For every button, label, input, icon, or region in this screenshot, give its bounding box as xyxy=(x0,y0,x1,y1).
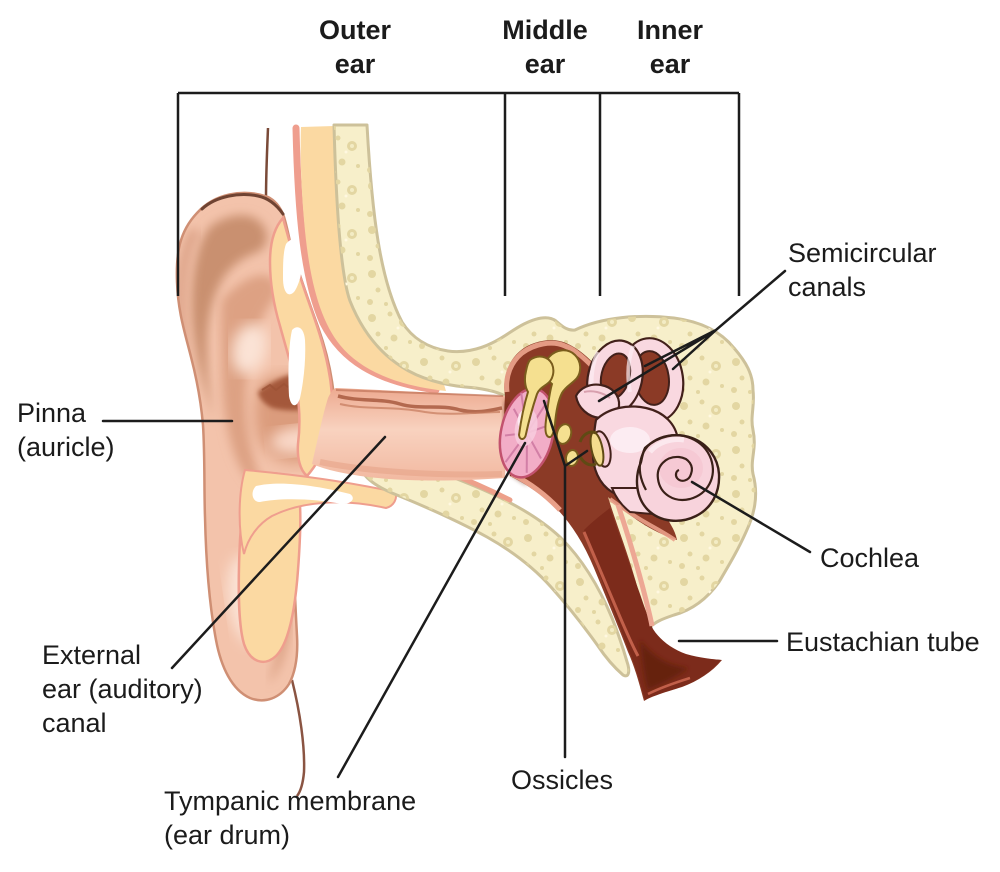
region-label-outer-ear: Outer ear xyxy=(318,15,391,80)
region-label-inner-ear: Inner ear xyxy=(636,15,703,80)
stapes-oval-window xyxy=(578,430,612,468)
region-bracket xyxy=(176,91,741,296)
label-semicircular-canals: Semicircular canals xyxy=(788,238,937,303)
cochlea-shape xyxy=(635,434,721,522)
semicircular-leader xyxy=(597,269,787,403)
label-tympanic-membrane: Tympanic membrane (ear drum) xyxy=(164,786,417,851)
external-canal-leader xyxy=(170,435,387,670)
fat-tissue xyxy=(237,468,397,664)
leader-lines xyxy=(101,269,812,779)
eustachian-tube xyxy=(584,508,721,700)
label-pinna: Pinna (auricle) xyxy=(17,398,115,463)
ossicles-shape xyxy=(517,349,582,467)
ossicles-leader xyxy=(542,399,589,759)
skin-surface-lines xyxy=(264,127,306,797)
label-ossicles: Ossicles xyxy=(511,765,614,795)
tympanic-leader xyxy=(336,441,527,779)
ear-canal xyxy=(312,388,506,481)
label-eustachian-tube: Eustachian tube xyxy=(786,627,980,657)
label-external-canal: External ear (auditory) canal xyxy=(42,640,203,739)
label-cochlea: Cochlea xyxy=(820,543,920,573)
cochlea-leader xyxy=(690,480,812,554)
region-label-middle-ear: Middle ear xyxy=(502,15,588,80)
